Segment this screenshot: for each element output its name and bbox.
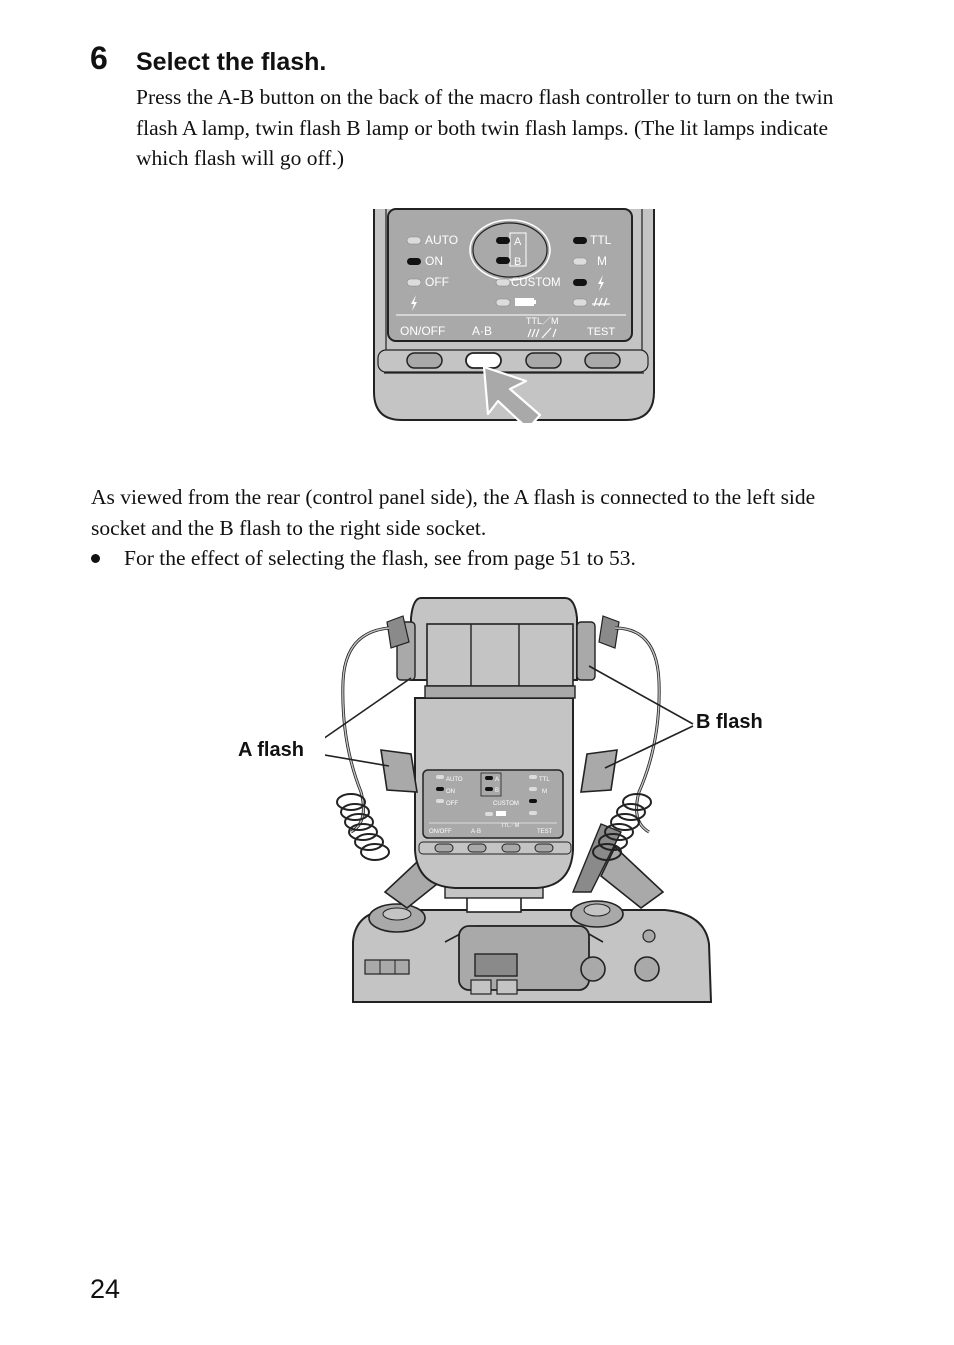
multi-flash-icon bbox=[527, 327, 557, 339]
b-flash-callout: B flash bbox=[696, 711, 763, 733]
ttl-label: TTL bbox=[539, 777, 550, 783]
camera-twin-flash-figure: AUTO ON OFF A B CUSTOM TTL M ON/OFF A·B … bbox=[306, 592, 725, 1004]
b-label: B bbox=[495, 788, 499, 794]
description-paragraph: As viewed from the rear (control panel s… bbox=[91, 485, 816, 540]
m-lamp bbox=[572, 257, 588, 266]
ttl-lamp bbox=[573, 237, 587, 244]
bullet-text: For the effect of selecting the flash, s… bbox=[124, 546, 636, 570]
onoff-label: ON/OFF bbox=[429, 829, 452, 835]
test-button[interactable] bbox=[584, 352, 621, 369]
a-label: A bbox=[514, 236, 522, 248]
page-number: 24 bbox=[90, 1274, 121, 1304]
off-label: OFF bbox=[446, 801, 458, 807]
dial-icon bbox=[634, 956, 660, 982]
auto-label: AUTO bbox=[425, 233, 458, 247]
step-body: Press the A-B button on the back of the … bbox=[136, 85, 834, 170]
viewfinder bbox=[474, 953, 518, 977]
ttl-label: TTL bbox=[590, 233, 612, 247]
ttlm-label: TTL／M bbox=[526, 316, 559, 326]
battery-icon bbox=[515, 298, 534, 306]
auto-lamp bbox=[406, 236, 422, 245]
step-number: 6 bbox=[90, 40, 108, 76]
custom-label: CUSTOM bbox=[511, 277, 561, 289]
bolt-lamp bbox=[573, 279, 587, 286]
b-lamp bbox=[496, 257, 510, 264]
onoff-button[interactable] bbox=[406, 352, 443, 369]
ab-button[interactable] bbox=[465, 352, 502, 369]
ab-label: A·B bbox=[471, 829, 481, 835]
on-label: ON bbox=[446, 789, 455, 795]
flash-bolt-icon bbox=[598, 275, 604, 291]
a-lamp bbox=[496, 237, 510, 244]
test-label: TEST bbox=[537, 829, 553, 835]
off-label: OFF bbox=[425, 275, 449, 289]
dial-icon bbox=[580, 956, 606, 982]
m-label: M bbox=[542, 789, 547, 795]
on-lamp bbox=[407, 258, 421, 265]
ab-label: A·B bbox=[472, 324, 492, 338]
ttlm-button[interactable] bbox=[525, 352, 562, 369]
on-label: ON bbox=[425, 254, 443, 268]
onoff-label: ON/OFF bbox=[400, 324, 445, 338]
pointer-arrow-icon bbox=[482, 365, 542, 431]
m-label: M bbox=[597, 254, 607, 268]
custom-label: CUSTOM bbox=[493, 801, 519, 807]
step-title: Select the flash. bbox=[136, 48, 327, 76]
custom-lamp bbox=[495, 278, 511, 287]
off-lamp bbox=[406, 278, 422, 287]
flash-bolt-icon bbox=[411, 295, 417, 311]
a-label: A bbox=[495, 777, 499, 783]
b-label: B bbox=[514, 256, 521, 268]
controller-panel-figure: AUTO ON OFF A B CUSTOM TTL M ON/OFF A·B … bbox=[370, 207, 660, 431]
auto-label: AUTO bbox=[446, 777, 463, 783]
bullet-dot bbox=[91, 554, 100, 563]
test-label: TEST bbox=[587, 326, 615, 338]
a-flash-callout: A flash bbox=[238, 739, 304, 761]
multi-flash-icon bbox=[592, 297, 610, 307]
ttlm-label: TTL／M bbox=[501, 823, 519, 829]
